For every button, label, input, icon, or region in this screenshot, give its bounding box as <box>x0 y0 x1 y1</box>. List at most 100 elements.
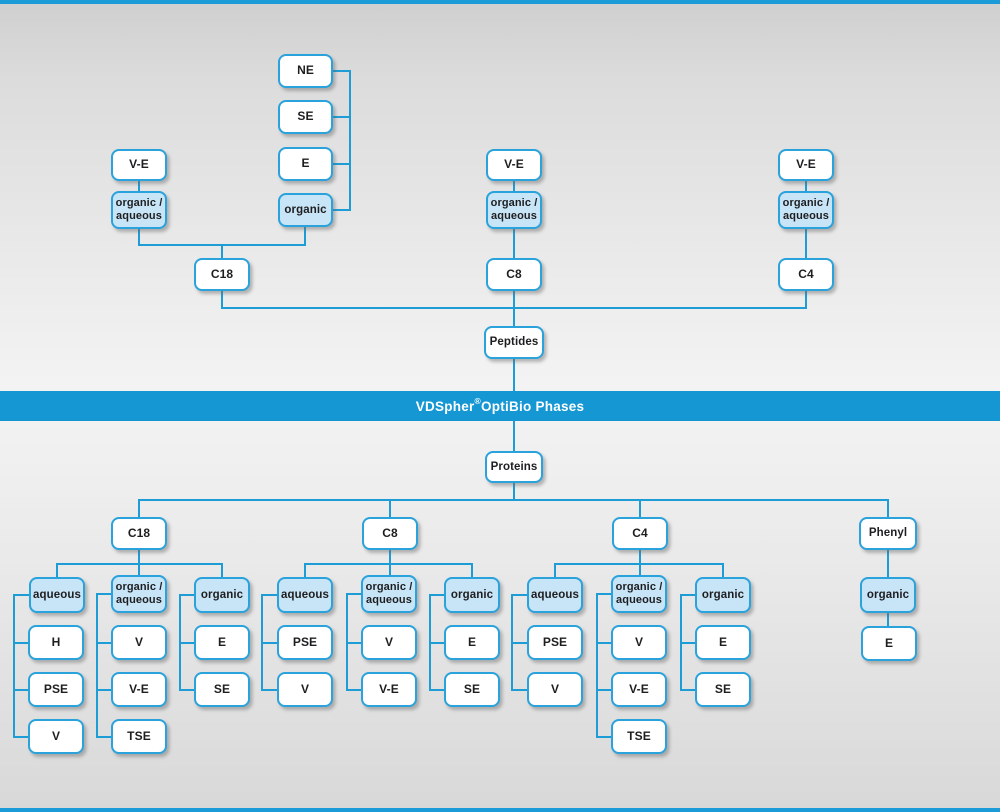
top-accent-bar <box>0 0 1000 4</box>
node-phenyl-proteins: Phenyl <box>859 517 917 550</box>
node-label: V-E <box>629 681 649 696</box>
node-se-peptides: SE <box>278 100 333 134</box>
node-label: aqueous <box>281 588 329 601</box>
node-c8-peptides: C8 <box>486 258 542 291</box>
node-label: V-E <box>379 681 399 696</box>
node-ne-peptides: NE <box>278 54 333 88</box>
node-label: V <box>51 728 61 743</box>
node-v-c4-orgaq: V <box>611 625 667 660</box>
node-label: C8 <box>382 525 398 540</box>
node-v-c8-orgaq: V <box>361 625 417 660</box>
node-label: E <box>467 634 477 649</box>
node-e-peptides: E <box>278 147 333 181</box>
node-label: organic / aqueous <box>615 581 663 606</box>
node-label: C18 <box>127 525 151 540</box>
node-label: C18 <box>210 266 234 281</box>
node-tse-c18-orgaq: TSE <box>111 719 167 754</box>
node-label: SE <box>714 681 732 696</box>
node-pse-c18-aqueous: PSE <box>28 672 84 707</box>
node-label: NE <box>297 63 314 78</box>
node-h-c18-aqueous: H <box>28 625 84 660</box>
node-label: H <box>51 634 61 649</box>
banner-brand: VDSpher <box>415 398 475 414</box>
node-label: V-E <box>796 157 816 172</box>
connector-line <box>554 563 724 577</box>
connector-line <box>96 593 111 738</box>
node-ve-c4-orgaq: V-E <box>611 672 667 707</box>
node-label: organic <box>866 588 910 601</box>
node-ve-peptides-c4: V-E <box>778 149 834 181</box>
node-label: PSE <box>43 681 69 696</box>
node-c18-peptides: C18 <box>194 258 250 291</box>
node-se-c4-organic: SE <box>695 672 751 707</box>
node-ve-peptides-c8: V-E <box>486 149 542 181</box>
node-v-c8-aqueous: V <box>277 672 333 707</box>
node-label: E <box>217 634 227 649</box>
node-e-phenyl: E <box>861 626 917 661</box>
node-label: SE <box>463 681 481 696</box>
node-label: Peptides <box>489 336 539 349</box>
connector-line <box>138 499 889 517</box>
node-organic-peptides-c18: organic <box>278 193 333 227</box>
node-ve-c18-orgaq: V-E <box>111 672 167 707</box>
node-label: SE <box>297 109 314 124</box>
node-se-c8-organic: SE <box>444 672 500 707</box>
node-label: PSE <box>542 634 568 649</box>
node-label: aqueous <box>531 588 579 601</box>
node-aqueous-c18: aqueous <box>29 577 85 613</box>
node-label: C8 <box>506 266 522 281</box>
node-label: SE <box>213 681 231 696</box>
node-label: aqueous <box>33 588 81 601</box>
node-organic-aqueous-c8: organic / aqueous <box>361 575 417 613</box>
node-label: V <box>634 634 644 649</box>
node-v-c4-aqueous: V <box>527 672 583 707</box>
node-label: organic <box>284 203 327 216</box>
bottom-accent-bar <box>0 808 1000 812</box>
node-pse-c8-aqueous: PSE <box>277 625 333 660</box>
node-label: PSE <box>292 634 318 649</box>
node-label: organic <box>701 588 745 601</box>
node-c8-proteins: C8 <box>362 517 418 550</box>
node-label: organic / aqueous <box>490 197 538 222</box>
node-label: V-E <box>504 157 524 172</box>
node-label: organic / aqueous <box>365 581 413 606</box>
node-e-c4-organic: E <box>695 625 751 660</box>
node-organic-aqueous-peptides-c4: organic / aqueous <box>778 191 834 229</box>
node-ve-c8-orgaq: V-E <box>361 672 417 707</box>
node-organic-phenyl: organic <box>860 577 916 613</box>
node-label: E <box>718 634 728 649</box>
node-organic-aqueous-c4: organic / aqueous <box>611 575 667 613</box>
banner-vdspher-optibio-phases: VDSpher® OptiBio Phases <box>0 391 1000 421</box>
node-v-c18-aqueous: V <box>28 719 84 754</box>
node-c18-proteins: C18 <box>111 517 167 550</box>
node-label: E <box>301 156 310 171</box>
node-label: TSE <box>127 728 151 743</box>
connector-line <box>304 563 473 577</box>
node-e-c8-organic: E <box>444 625 500 660</box>
node-aqueous-c8: aqueous <box>277 577 333 613</box>
node-label: organic / aqueous <box>115 581 163 606</box>
node-v-c18-orgaq: V <box>111 625 167 660</box>
node-label: Phenyl <box>868 527 908 540</box>
node-label: organic <box>200 588 244 601</box>
node-c4-peptides: C4 <box>778 258 834 291</box>
node-tse-c4-orgaq: TSE <box>611 719 667 754</box>
node-peptides: Peptides <box>484 326 544 359</box>
node-label: V-E <box>129 157 149 172</box>
node-label: TSE <box>627 728 651 743</box>
node-c4-proteins: C4 <box>612 517 668 550</box>
node-label: V <box>384 634 394 649</box>
node-organic-c8: organic <box>444 577 500 613</box>
node-aqueous-c4: aqueous <box>527 577 583 613</box>
node-label: Proteins <box>490 460 538 473</box>
connector-line <box>332 70 351 211</box>
node-ve-peptides-c18: V-E <box>111 149 167 181</box>
connector-line <box>596 593 611 738</box>
banner-rest: OptiBio Phases <box>481 398 585 414</box>
node-label: V <box>300 681 310 696</box>
node-organic-c18: organic <box>194 577 250 613</box>
node-e-c18-organic: E <box>194 625 250 660</box>
node-pse-c4-aqueous: PSE <box>527 625 583 660</box>
connector-line <box>56 563 223 577</box>
node-proteins: Proteins <box>485 451 543 483</box>
